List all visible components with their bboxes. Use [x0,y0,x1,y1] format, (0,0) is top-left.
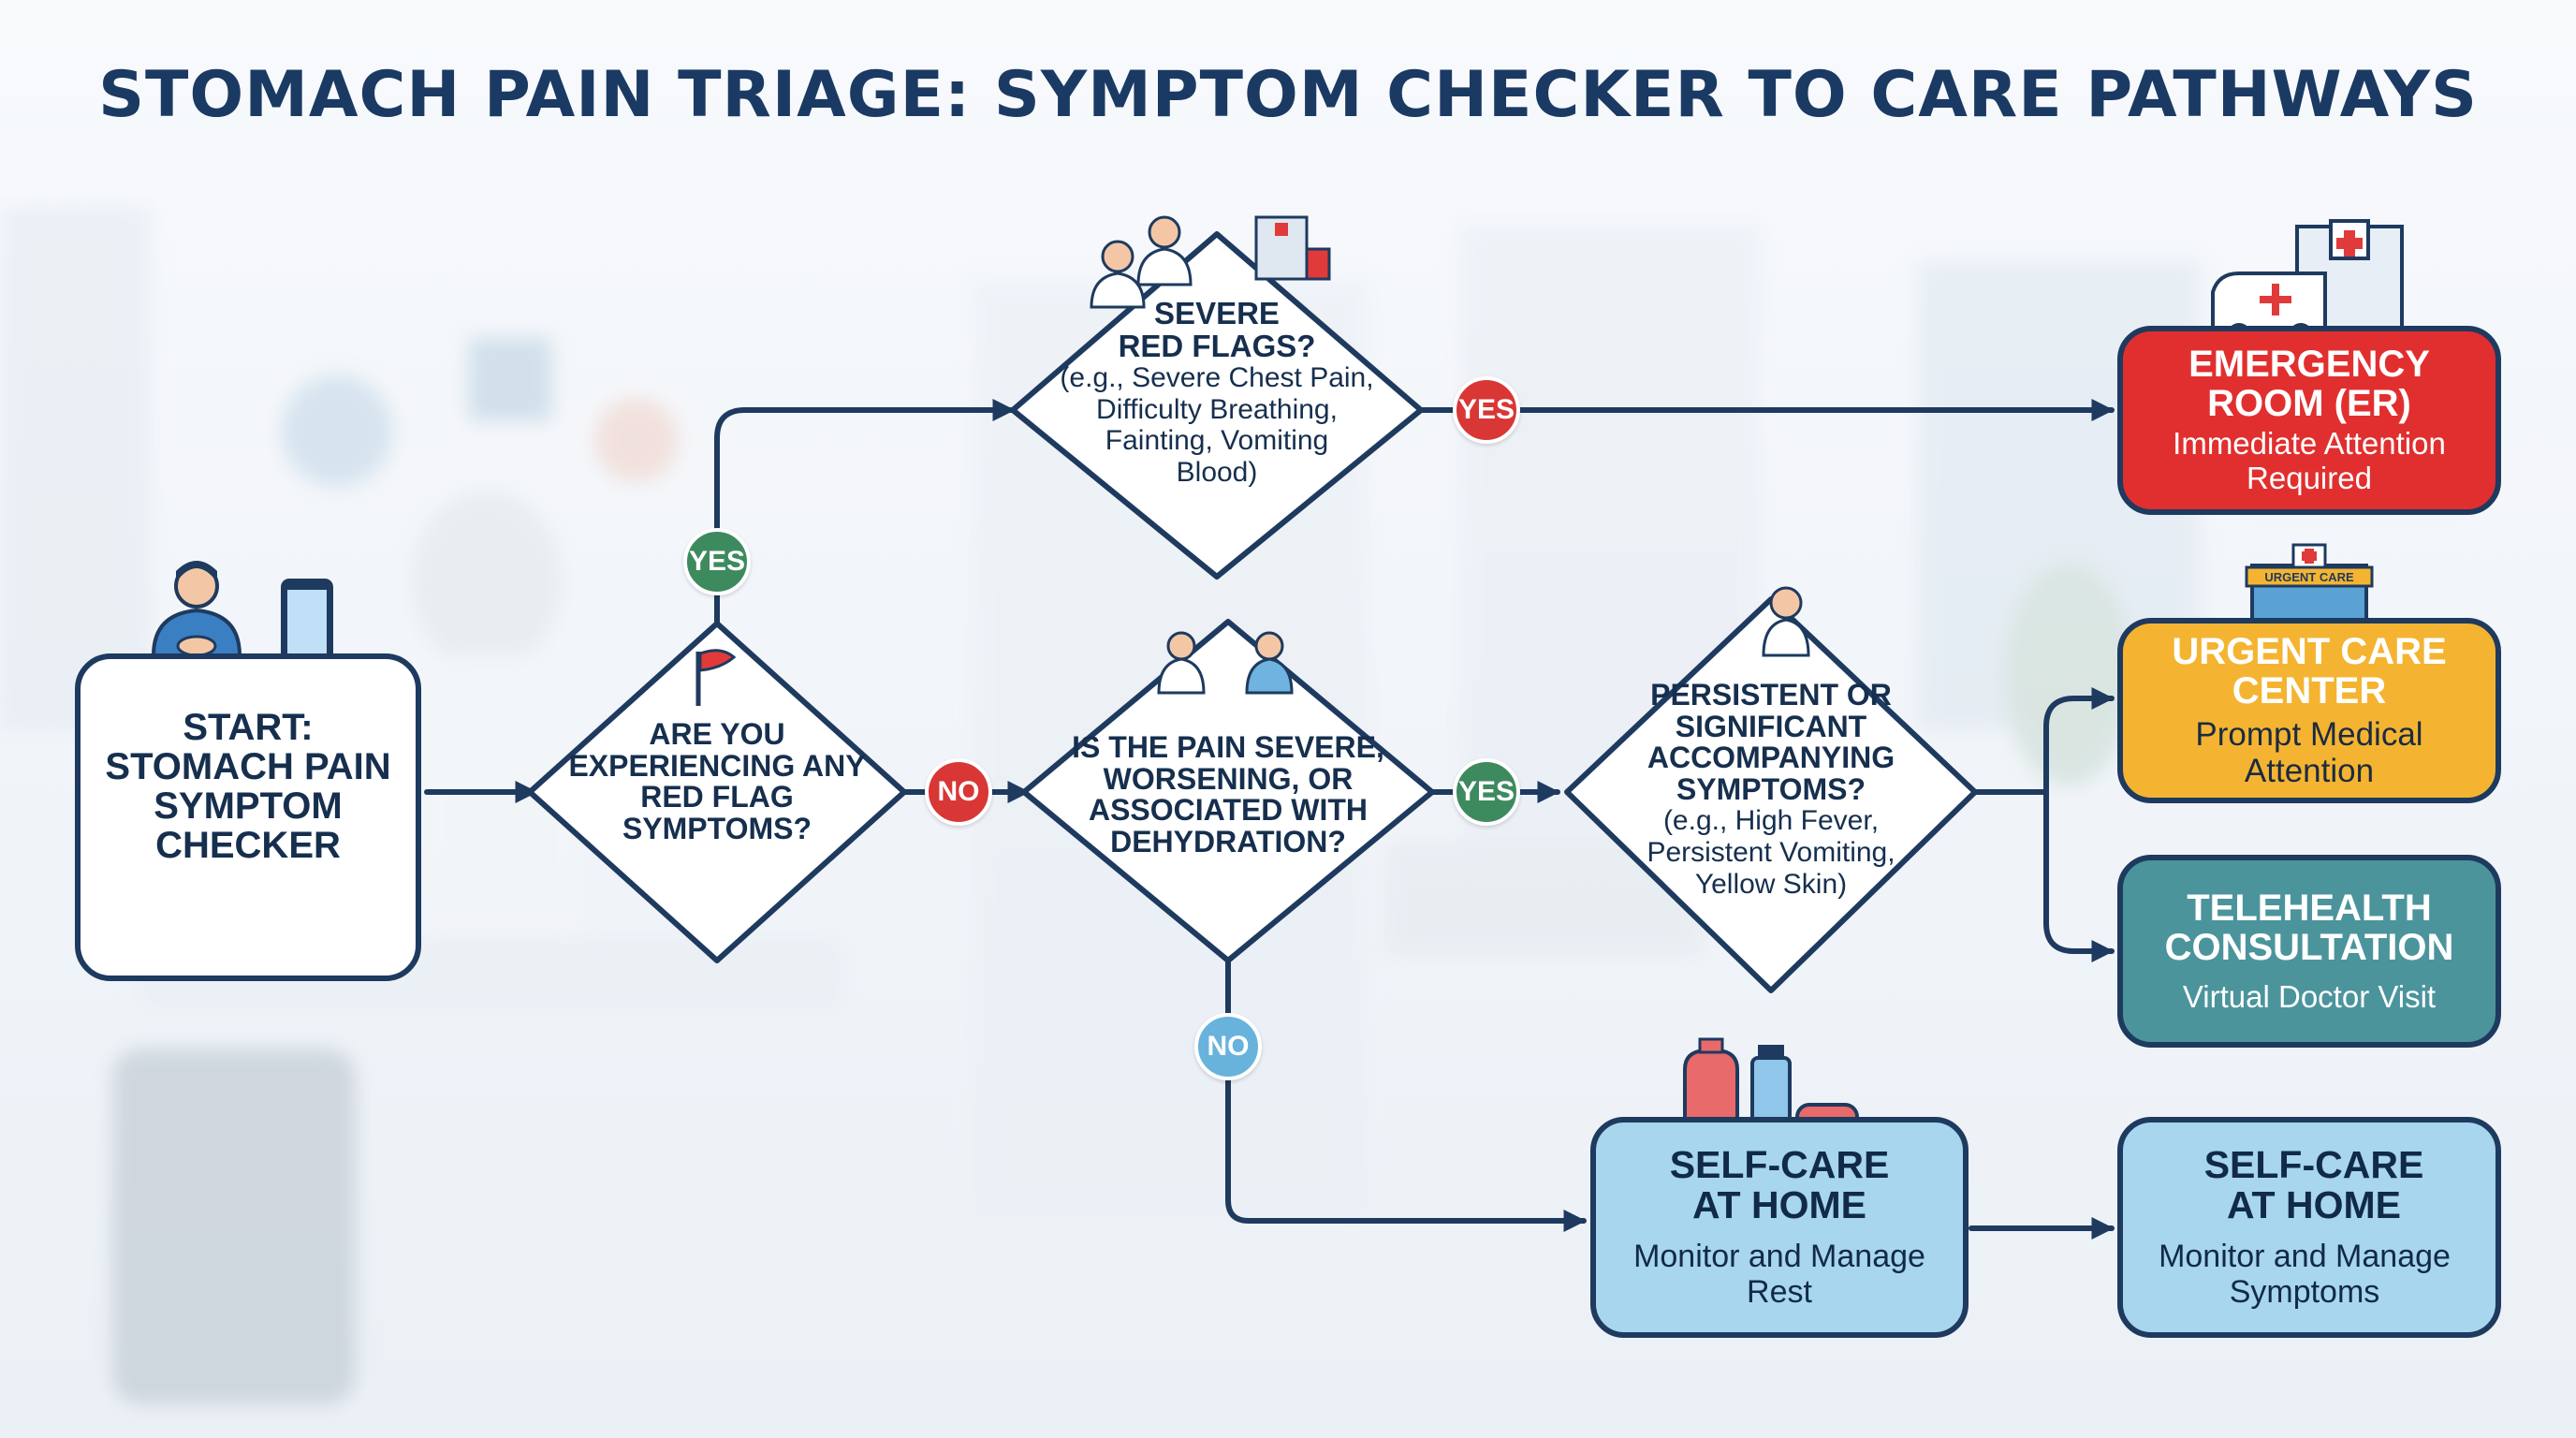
selfcare-home-2-subtitle: Monitor and Manage Symptoms [2159,1238,2451,1311]
selfcare-home-1-subtitle: Monitor and Manage Rest [1633,1238,1925,1311]
urgent-care-title: URGENT CARE CENTER [2172,630,2447,712]
selfcare-home-2-title: SELF-CARE AT HOME [2203,1142,2424,1226]
start-node: START: STOMACH PAIN SYMPTOM CHECKER [75,653,421,981]
nurse-icon [1762,586,1810,657]
page-title: STOMACH PAIN TRIAGE: SYMPTOM CHECKER TO … [98,58,2478,132]
er-title: EMERGENCY ROOM (ER) [2188,344,2430,425]
yes-badge-redflag: YES [683,528,751,595]
selfcare-home-node-1: SELF-CARE AT HOME Monitor and Manage Res… [1590,1117,1969,1338]
decision-diamond-severe [1010,231,1424,580]
er-node: EMERGENCY ROOM (ER) Immediate Attention … [2117,326,2501,515]
pain-severe-title: IS THE PAIN SEVERE, WORSENING, OR ASSOCI… [1072,730,1384,858]
persistent-symptoms-title: PERSISTENT OR SIGNIFICANT ACCOMPANYING S… [1647,678,1895,806]
decision-diamond-pain [1021,619,1435,963]
arrow-persistent-to-telehealth [2043,789,2115,962]
decision-diamond-persistent [1564,596,1978,993]
yes-badge-persistent: YES [1453,758,1520,826]
severe-red-flags-node: SEVERE RED FLAGS? (e.g., Severe Chest Pa… [1039,296,1395,489]
arrow-redflag-yes-to-severe [714,399,1016,626]
pain-severe-node: IS THE PAIN SEVERE, WORSENING, OR ASSOCI… [1050,730,1406,858]
urgent-care-sign: URGENT CARE [2264,570,2354,584]
redflag-question-title: ARE YOU EXPERIENCING ANY RED FLAG SYMPTO… [568,717,866,845]
telehealth-title: TELEHEALTH CONSULTATION [2164,887,2454,968]
redflag-question-node: ARE YOU EXPERIENCING ANY RED FLAG SYMPTO… [558,717,876,845]
start-node-title: START: STOMACH PAIN SYMPTOM CHECKER [105,707,391,866]
hospital-small-icon [1254,215,1331,281]
doctors-icon [1090,215,1193,309]
arrow-persistent-to-urgent [1972,687,2115,795]
telehealth-node: TELEHEALTH CONSULTATION Virtual Doctor V… [2117,855,2501,1048]
telehealth-subtitle: Virtual Doctor Visit [2182,978,2437,1014]
severe-red-flags-title: SEVERE RED FLAGS? [1118,296,1316,363]
arrow-pain-no-to-selfcare [1225,958,1587,1232]
red-flag-icon [695,649,737,706]
er-subtitle: Immediate Attention Required [2173,426,2446,495]
patient-stomach-pain-icon [151,561,242,657]
persistent-symptoms-examples: (e.g., High Fever, Persistent Vomiting, … [1647,805,1895,900]
no-badge-redflag: NO [925,758,992,826]
yes-badge-er: YES [1453,376,1520,444]
doctor-consult-icon [1157,631,1294,695]
urgent-care-subtitle: Prompt Medical Attention [2195,715,2423,789]
urgent-care-node: URGENT CARE CENTER Prompt Medical Attent… [2117,618,2501,803]
selfcare-home-node-2: SELF-CARE AT HOME Monitor and Manage Sym… [2117,1117,2501,1338]
severe-red-flags-examples: (e.g., Severe Chest Pain, Difficulty Bre… [1060,362,1374,489]
no-badge-selfcare: NO [1194,1013,1262,1080]
selfcare-home-1-title: SELF-CARE AT HOME [1669,1142,1890,1226]
decision-diamond-redflag [527,621,907,963]
smartphone-icon [281,579,333,674]
persistent-symptoms-node: PERSISTENT OR SIGNIFICANT ACCOMPANYING S… [1593,678,1949,900]
